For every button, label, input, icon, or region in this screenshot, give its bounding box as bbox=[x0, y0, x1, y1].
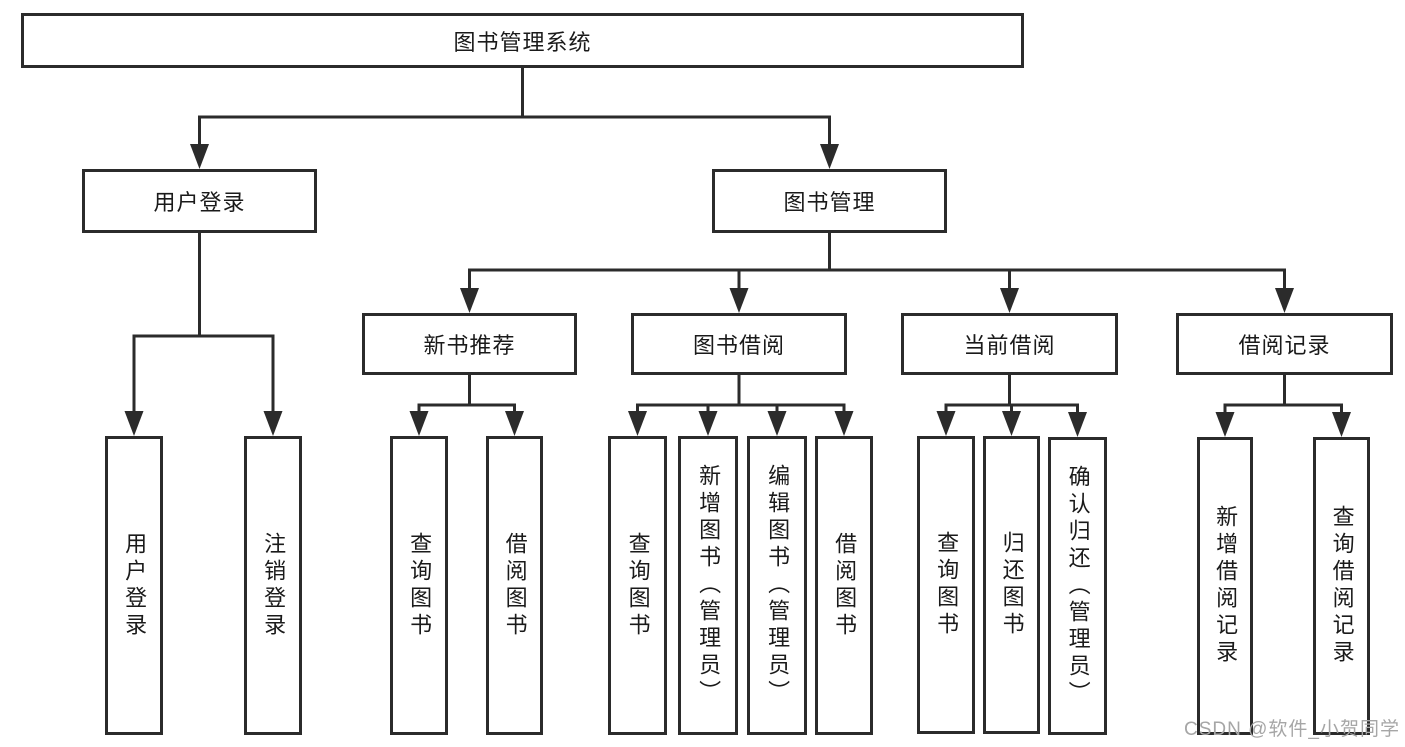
node-book-mgmt: 图书管理 bbox=[712, 169, 947, 233]
node-current-borrow: 当前借阅 bbox=[901, 313, 1118, 375]
node-label: 确认归还（管理员） bbox=[1065, 464, 1091, 708]
node-label: 借阅图书 bbox=[832, 531, 858, 640]
node-label: 查询图书 bbox=[625, 531, 651, 640]
node-label: 查询图书 bbox=[934, 531, 960, 639]
node-leaf-return-book: 归还图书 bbox=[983, 436, 1040, 734]
node-label: 归还图书 bbox=[999, 531, 1025, 639]
node-leaf-query-borrow-record: 查询借阅记录 bbox=[1313, 437, 1370, 735]
node-label: 注销登录 bbox=[261, 531, 287, 640]
node-label: 查询图书 bbox=[407, 531, 433, 640]
node-label: 借阅图书 bbox=[502, 531, 528, 640]
node-leaf-logout: 注销登录 bbox=[244, 436, 302, 735]
node-label: 图书管理系统 bbox=[453, 29, 592, 55]
node-label: 新增图书（管理员） bbox=[696, 464, 722, 707]
node-leaf-confirm-return: 确认归还（管理员） bbox=[1048, 437, 1107, 735]
node-label: 图书借阅 bbox=[692, 333, 785, 358]
node-user-login: 用户登录 bbox=[82, 169, 317, 233]
node-label: 当前借阅 bbox=[963, 333, 1056, 358]
node-new-book-rec: 新书推荐 bbox=[362, 313, 577, 375]
node-leaf-add-borrow-record: 新增借阅记录 bbox=[1197, 437, 1253, 735]
csdn-watermark: CSDN @软件_小贺同学 bbox=[1184, 719, 1400, 740]
node-label: 编辑图书（管理员） bbox=[765, 464, 791, 707]
node-leaf-query-books-2: 查询图书 bbox=[608, 436, 667, 735]
node-leaf-edit-book: 编辑图书（管理员） bbox=[747, 436, 807, 735]
node-label: 借阅记录 bbox=[1238, 333, 1331, 358]
node-label: 用户登录 bbox=[122, 531, 148, 640]
node-book-borrow: 图书借阅 bbox=[631, 313, 847, 375]
node-label: 用户登录 bbox=[153, 190, 246, 215]
node-leaf-query-books-1: 查询图书 bbox=[390, 436, 448, 735]
node-root: 图书管理系统 bbox=[21, 13, 1024, 68]
node-borrow-records: 借阅记录 bbox=[1176, 313, 1393, 375]
node-label: 新书推荐 bbox=[423, 333, 516, 358]
node-leaf-borrow-books-2: 借阅图书 bbox=[815, 436, 873, 735]
node-label: 查询借阅记录 bbox=[1329, 505, 1355, 667]
node-label: 新增借阅记录 bbox=[1213, 505, 1239, 667]
node-leaf-borrow-books-1: 借阅图书 bbox=[486, 436, 543, 735]
node-label: 图书管理 bbox=[783, 190, 876, 215]
node-leaf-user-login: 用户登录 bbox=[105, 436, 163, 735]
node-leaf-query-books-3: 查询图书 bbox=[917, 436, 975, 734]
node-leaf-add-book: 新增图书（管理员） bbox=[678, 436, 738, 735]
